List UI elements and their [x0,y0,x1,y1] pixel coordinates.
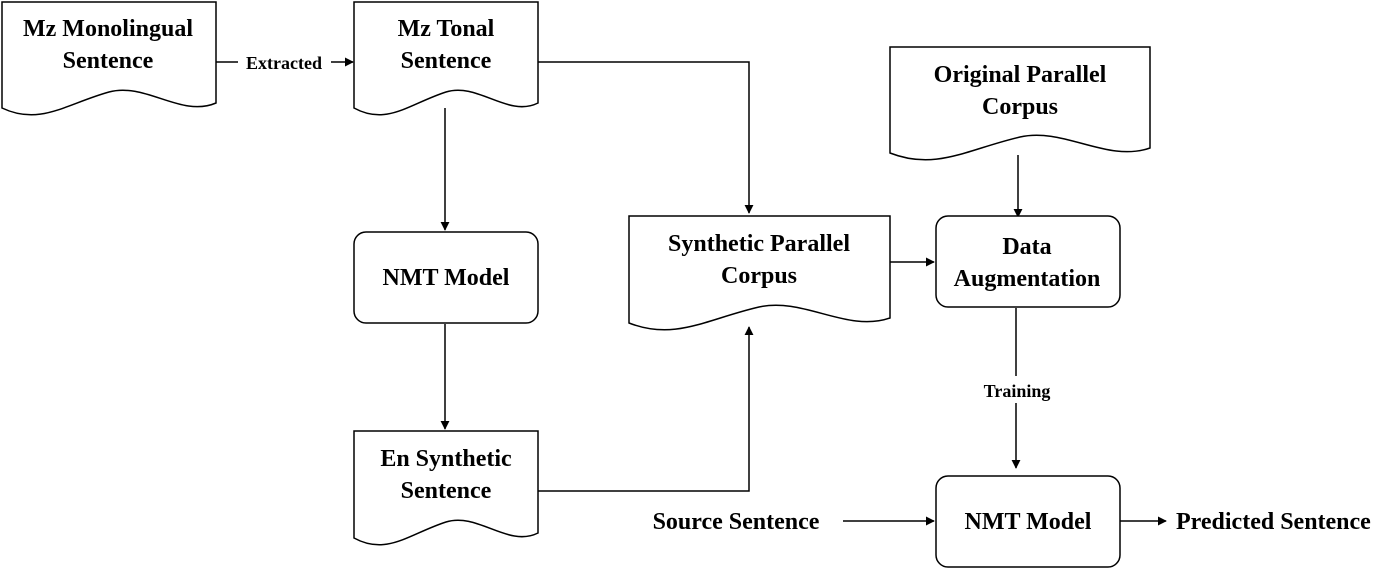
edge-label-training: Training [984,381,1051,401]
node-label-line2: Sentence [63,48,154,74]
predicted-sentence-label: Predicted Sentence [1176,509,1371,535]
node-label: NMT Model [383,265,510,291]
node-mz-tonal-sentence: Mz Tonal Sentence [353,1,539,116]
node-nmt-model-2: NMT Model [935,475,1121,568]
node-label-line1: Synthetic Parallel [668,231,850,257]
node-mz-monolingual-sentence: Mz Monolingual Sentence [1,1,217,116]
edges [216,57,1167,526]
source-sentence-label: Source Sentence [653,509,820,535]
node-label-line1: Original Parallel [934,62,1107,88]
edge-en-synthetic-to-synthetic-corpus [538,326,754,492]
node-label-line1: En Synthetic [380,446,512,472]
node-label-line1: Mz Monolingual [23,16,193,42]
edge-label-extracted: Extracted [246,53,322,73]
node-label-line2: Corpus [982,94,1058,120]
node-en-synthetic-sentence: En Synthetic Sentence [353,430,539,546]
node-label-line2: Sentence [401,48,492,74]
node-label-line2: Augmentation [954,266,1101,292]
node-original-parallel-corpus: Original Parallel Corpus [889,46,1151,161]
node-synthetic-parallel-corpus: Synthetic Parallel Corpus [628,215,891,331]
edge-tonal-to-synthetic-corpus [538,61,754,214]
node-label-line1: Data [1002,234,1051,260]
node-label-line2: Corpus [721,263,797,289]
node-label-line1: Mz Tonal [398,16,495,42]
node-nmt-model-1: NMT Model [353,231,539,324]
node-label: NMT Model [965,509,1092,535]
node-label-line2: Sentence [401,478,492,504]
node-data-augmentation: Data Augmentation [935,215,1121,308]
